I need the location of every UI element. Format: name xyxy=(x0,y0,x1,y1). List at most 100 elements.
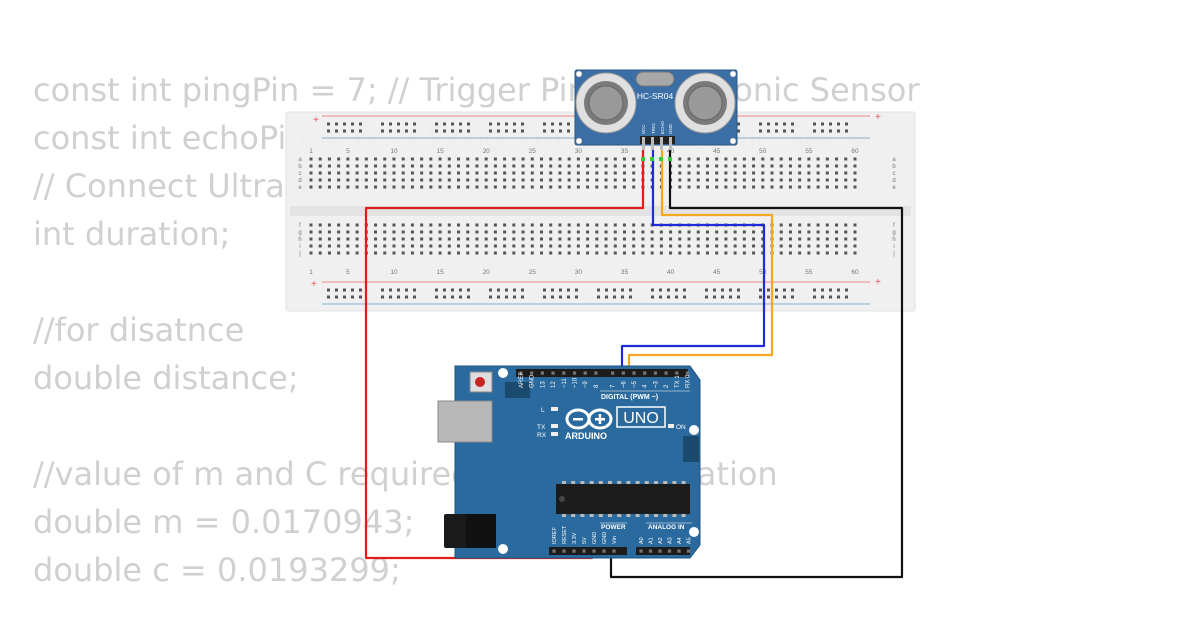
row-letter: h xyxy=(298,237,301,243)
on-led-label: ON xyxy=(676,424,686,431)
digital-pin-label: AREF xyxy=(519,372,525,388)
sensor-pin-labels: VCC TRIG ECHO GND xyxy=(641,120,673,134)
analog-pin-label: A5 xyxy=(687,537,693,544)
row-letter: j xyxy=(298,251,300,257)
column-number: 25 xyxy=(529,269,537,276)
rx-led-label: RX xyxy=(537,432,547,439)
power-header[interactable] xyxy=(549,547,627,555)
analog-pin-label: A4 xyxy=(677,537,683,544)
column-number: 10 xyxy=(390,148,398,155)
digital-pin-label: 13 xyxy=(540,381,546,388)
power-pin-label: GND xyxy=(602,532,608,544)
digital-pin-label: ~3 xyxy=(653,380,659,388)
column-number: 35 xyxy=(621,269,629,276)
rail-plus-top-right: + xyxy=(875,112,881,123)
row-letter: h xyxy=(892,237,895,243)
digital-pin-label: ~5 xyxy=(632,380,638,388)
row-letter: i xyxy=(893,244,894,250)
digital-pin-label: ~9 xyxy=(583,380,589,388)
column-number: 35 xyxy=(621,148,629,155)
row-letter: e xyxy=(298,185,302,191)
icsp-header-top xyxy=(505,382,530,398)
icsp-header-right xyxy=(683,436,699,462)
microcontroller-chip xyxy=(556,481,690,517)
digital-pin-label: ~6 xyxy=(621,380,627,388)
arduino-brand-label: ARDUINO xyxy=(565,431,607,441)
sensor-pin-echo-label: ECHO xyxy=(660,120,665,134)
sensor-pins xyxy=(640,136,675,150)
digital-pin-label: 4 xyxy=(643,384,649,388)
column-number: 60 xyxy=(851,269,859,276)
row-letter: j xyxy=(892,251,894,257)
rail-plus-bottom-right: + xyxy=(875,277,881,288)
l-led-label: L xyxy=(541,407,545,414)
column-number: 15 xyxy=(436,269,444,276)
row-letter: f xyxy=(893,223,895,229)
column-number: 30 xyxy=(575,148,583,155)
power-label: POWER xyxy=(601,524,626,531)
row-letter: c xyxy=(299,171,302,177)
column-number: 1 xyxy=(309,148,313,155)
digital-pin-label: 8 xyxy=(594,384,600,388)
power-pin-label: RESET xyxy=(562,525,568,544)
column-number: 20 xyxy=(483,269,491,276)
digital-pin-label: ~11 xyxy=(562,378,568,388)
row-letter: g xyxy=(892,230,895,236)
analog-pin-label: A3 xyxy=(668,537,674,544)
analog-header[interactable] xyxy=(636,547,691,555)
row-letter: a xyxy=(298,157,302,163)
digital-pin-label: 2 xyxy=(664,384,670,388)
arduino-logo-icon xyxy=(565,408,613,430)
analog-pin-label: A0 xyxy=(639,537,645,544)
terminal-strip xyxy=(309,157,857,255)
sensor-pin-gnd-label: GND xyxy=(668,123,673,134)
code-line: double m = 0.0170943; xyxy=(33,503,415,541)
column-number: 5 xyxy=(346,148,350,155)
transducer-right xyxy=(674,72,736,134)
digital-header[interactable] xyxy=(516,369,690,377)
digital-pin-label: ~10 xyxy=(573,377,579,388)
power-pin-label: 5V xyxy=(582,537,588,544)
reset-button[interactable] xyxy=(469,371,493,393)
connection-markers xyxy=(641,157,672,161)
column-number: 55 xyxy=(805,148,813,155)
code-line: int duration; xyxy=(33,215,231,253)
analog-pin-label: A1 xyxy=(649,537,655,544)
ultrasonic-sensor[interactable]: HC-SR04 VCC TRIG ECHO GND xyxy=(574,69,738,150)
row-letter: d xyxy=(298,178,301,184)
sensor-pin-trig-label: TRIG xyxy=(651,123,656,134)
wire-orange-echo[interactable] xyxy=(627,150,774,374)
digital-pin-label: 12 xyxy=(551,381,557,388)
code-line: double c = 0.0193299; xyxy=(33,551,401,589)
uno-label: UNO xyxy=(623,410,659,427)
column-number: 45 xyxy=(713,269,721,276)
usb-port xyxy=(437,400,493,443)
column-number: 55 xyxy=(805,269,813,276)
power-pin-label: Vin xyxy=(612,536,618,544)
sensor-label: HC-SR04 xyxy=(637,91,674,101)
digital-pin-label: TX 1 xyxy=(675,375,681,388)
column-number: 60 xyxy=(851,148,859,155)
analog-label: ANALOG IN xyxy=(648,524,685,531)
row-letter: b xyxy=(892,164,896,170)
rail-plus-top-left: + xyxy=(313,115,319,126)
bottom-power-rail: + + xyxy=(311,277,881,305)
row-letter: c xyxy=(893,171,896,177)
row-letter: e xyxy=(892,185,896,191)
row-letter: a xyxy=(892,157,896,163)
row-letter: g xyxy=(298,230,301,236)
power-pin-label: IOREF xyxy=(552,527,558,544)
tx-led-label: TX xyxy=(537,424,546,431)
row-letter: i xyxy=(299,244,300,250)
wire-black-gnd[interactable] xyxy=(609,150,904,579)
wire-blue-trig[interactable] xyxy=(620,150,766,374)
column-number: 10 xyxy=(390,269,398,276)
column-number: 1 xyxy=(309,269,313,276)
digital-label: DIGITAL (PWM ~) xyxy=(601,394,658,401)
